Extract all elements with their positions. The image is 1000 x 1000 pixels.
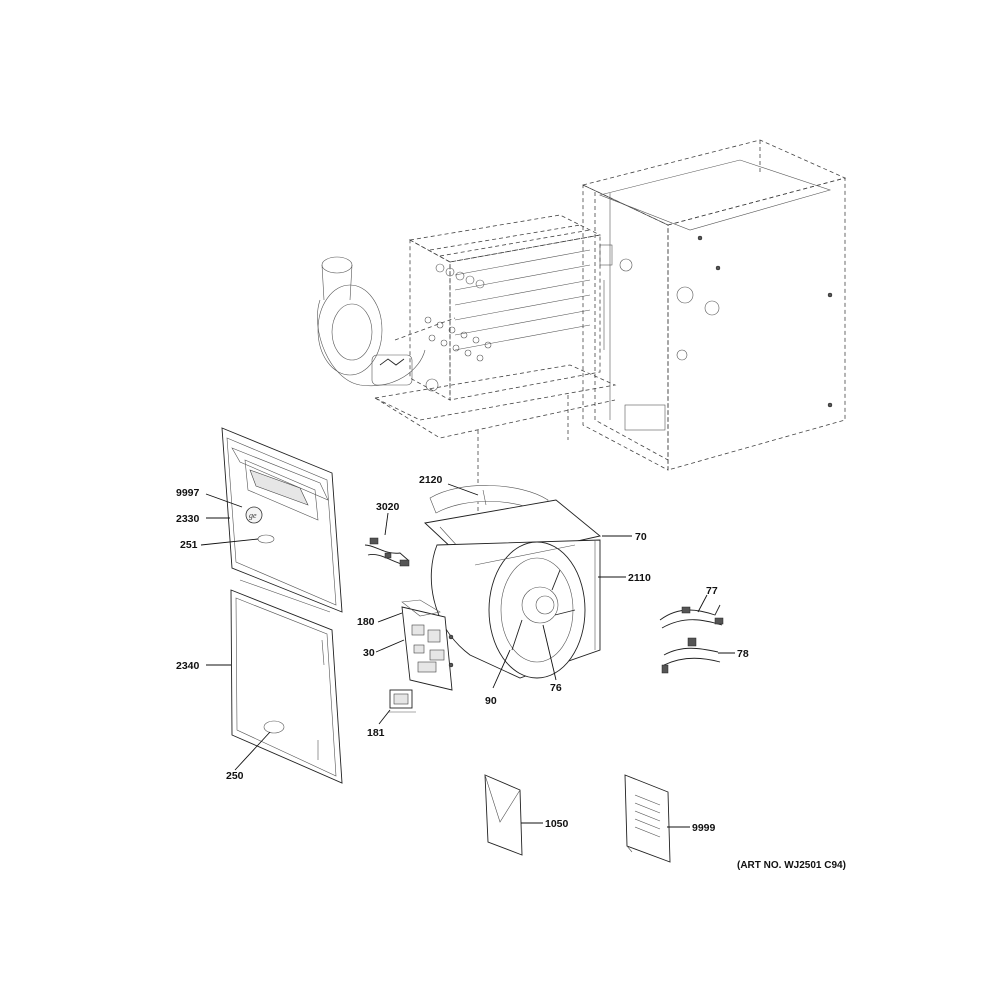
callout-3020: 3020 <box>376 501 400 513</box>
callout-180: 180 <box>357 616 375 628</box>
callout-77: 77 <box>706 585 718 597</box>
callout-2120: 2120 <box>419 474 443 486</box>
transformer <box>388 689 416 713</box>
callout-9999: 9999 <box>692 822 716 834</box>
callout-250: 250 <box>226 770 244 782</box>
blower-assembly <box>424 485 602 679</box>
callout-2330: 2330 <box>176 513 200 525</box>
upper-door-panel: ge <box>221 427 343 613</box>
svg-text:ge: ge <box>249 511 257 520</box>
heat-exchanger-assembly <box>373 214 617 600</box>
lower-door-panel <box>230 589 343 784</box>
wire-harness-3020 <box>364 537 410 567</box>
control-board <box>401 599 454 691</box>
ge-logo <box>245 506 263 524</box>
callout-9997: 9997 <box>176 487 200 499</box>
wire-harness-78 <box>661 637 721 674</box>
callout-181: 181 <box>367 727 385 739</box>
callout-leaders <box>200 483 735 828</box>
callout-78: 78 <box>737 648 749 660</box>
art-number: (ART NO. WJ2501 C94) <box>737 860 846 871</box>
callout-70: 70 <box>635 531 647 543</box>
inducer-motor <box>317 256 456 392</box>
callout-2110: 2110 <box>628 572 651 584</box>
literature-envelope <box>484 774 523 856</box>
callout-90: 90 <box>485 695 497 707</box>
callout-1050: 1050 <box>545 818 569 830</box>
furnace-cabinet <box>581 139 847 471</box>
owners-manual <box>624 774 671 863</box>
callout-30: 30 <box>363 647 375 659</box>
callout-2340: 2340 <box>176 660 200 672</box>
wire-harness-77 <box>659 604 724 629</box>
callout-251: 251 <box>180 539 198 551</box>
callout-76: 76 <box>550 682 562 694</box>
